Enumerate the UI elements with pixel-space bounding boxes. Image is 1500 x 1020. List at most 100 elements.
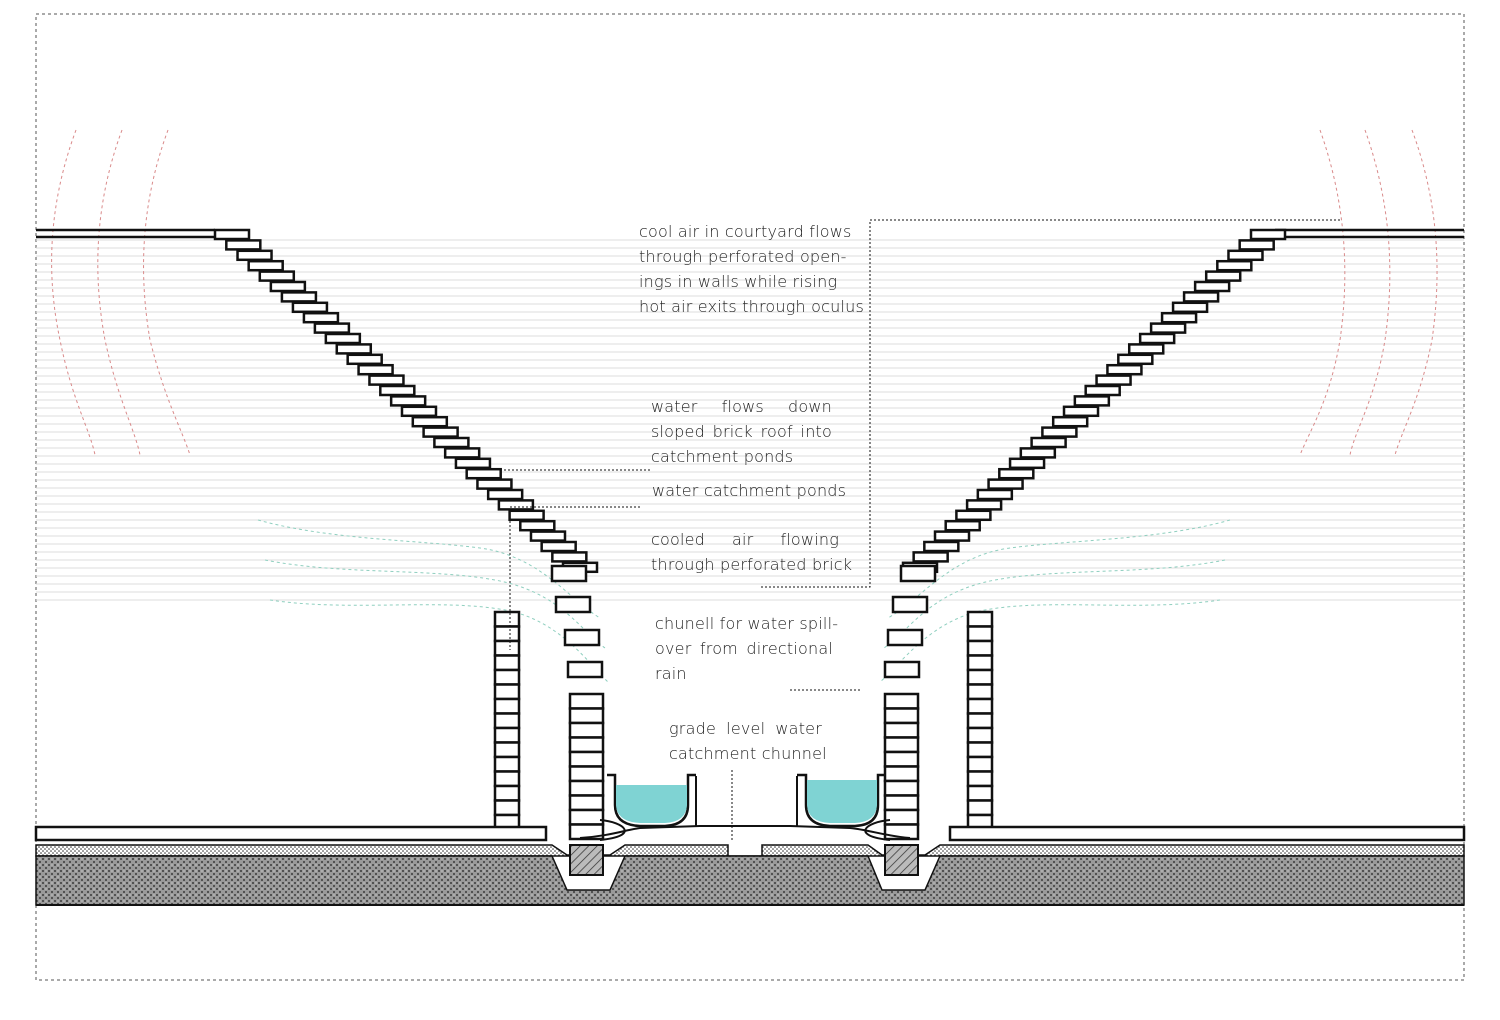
roof-brick	[1204, 270, 1242, 282]
roof-slab-right	[1275, 228, 1464, 239]
wall-brick	[568, 736, 605, 754]
annotation-line: through perforated open-	[639, 247, 847, 266]
annotation-cooled-air: cooled air flowing through perforated br…	[651, 527, 852, 577]
wall-brick	[966, 799, 994, 817]
roof-brick	[433, 436, 470, 449]
annotation-line: cooled air flowing	[651, 530, 839, 549]
wall-brick	[568, 808, 605, 826]
annotation-line: water catchment ponds	[652, 481, 847, 500]
wall-brick	[493, 741, 521, 759]
wall-brick	[568, 765, 605, 783]
wall-brick	[493, 639, 521, 657]
roof-brick	[519, 519, 556, 532]
wall-brick	[568, 750, 605, 768]
roof-brick	[944, 519, 981, 532]
annotation-grade-level-chunnel: grade level water catchment chunnel	[669, 716, 827, 766]
roof-brick	[554, 595, 592, 614]
roof-brick	[1249, 228, 1287, 241]
roof-brick	[1051, 415, 1089, 428]
roof-brick	[1062, 405, 1100, 418]
roof-brick	[987, 478, 1024, 490]
wall-brick	[883, 750, 920, 768]
annotation-line: water flows down	[651, 397, 832, 416]
roof-brick	[225, 239, 262, 251]
roof-brick	[550, 564, 588, 583]
annotation-line: ings in walls while rising	[639, 272, 838, 291]
roof-brick	[1041, 426, 1078, 438]
roof-brick	[563, 628, 601, 647]
roof-brick	[1138, 332, 1176, 345]
wall-brick	[568, 794, 605, 812]
roof-brick	[883, 660, 921, 679]
roof-brick	[368, 374, 405, 386]
roof-brick	[955, 509, 992, 522]
wall-brick	[493, 610, 521, 628]
roof-brick	[1084, 384, 1121, 397]
wall-brick	[966, 726, 994, 744]
wall-brick	[966, 770, 994, 788]
roof-brick	[1008, 457, 1046, 470]
roof-brick	[280, 291, 318, 303]
roof-brick	[258, 270, 296, 282]
roof-brick	[247, 259, 284, 272]
roof-brick	[476, 478, 513, 490]
annotation-chunell-spill-over: chunell for water spill- over from direc…	[655, 611, 838, 686]
roof-brick	[357, 363, 394, 376]
wall-brick	[883, 779, 920, 797]
annotation-line: catchment chunnel	[669, 744, 827, 763]
roof-brick	[1117, 353, 1154, 366]
wall-brick	[493, 799, 521, 817]
roof-brick	[443, 447, 481, 459]
wall-brick	[883, 692, 920, 710]
wall-brick	[966, 625, 994, 643]
roof-brick	[1019, 447, 1057, 459]
roof-brick	[529, 530, 567, 542]
wall-brick	[883, 794, 920, 812]
roof-brick	[1030, 436, 1067, 449]
hot-air-flow-left	[51, 129, 191, 456]
roof-brick	[1216, 259, 1253, 272]
roof-brick	[465, 467, 502, 480]
spill-over-basin	[579, 776, 911, 841]
roof-slab-left	[36, 228, 215, 239]
roof-brick	[236, 249, 273, 262]
roof-brick	[1238, 239, 1275, 251]
wall-brick	[966, 741, 994, 759]
roof-brick	[891, 595, 929, 614]
roof-brick	[965, 499, 1003, 511]
roof-brick	[291, 301, 329, 314]
wall-brick	[493, 625, 521, 643]
hot-air-flow-right	[1299, 129, 1438, 456]
wall-brick	[568, 692, 605, 710]
roof-brick	[400, 405, 438, 418]
annotation-water-flows-down: water flows down sloped brick roof into …	[651, 394, 832, 469]
wall-brick	[883, 707, 920, 725]
leader-lines	[500, 219, 1340, 840]
wall-brick	[883, 765, 920, 783]
roof-brick	[302, 311, 340, 324]
wall-brick	[966, 668, 994, 686]
roof-brick	[422, 426, 459, 438]
roof-brick	[1171, 301, 1209, 314]
annotation-line: rain	[655, 664, 687, 683]
roof-brick	[899, 564, 937, 583]
wall-brick	[493, 697, 521, 715]
wall-brick	[493, 770, 521, 788]
roof-brick	[933, 530, 971, 542]
sloped-brick-roof-right	[883, 228, 1287, 679]
wall-brick	[883, 721, 920, 739]
annotation-line: hot air exits through oculus	[639, 297, 865, 316]
wall-brick	[568, 707, 605, 725]
annotation-line: grade level water	[669, 719, 822, 738]
wall-brick	[883, 808, 920, 826]
wall-brick	[966, 639, 994, 657]
wall-brick	[568, 721, 605, 739]
annotation-line: catchment ponds	[651, 447, 794, 466]
annotation-cool-air-courtyard: cool air in courtyard flows through perf…	[639, 219, 865, 319]
roof-brick	[976, 488, 1014, 501]
wall-brick	[966, 683, 994, 701]
wall-brick	[966, 712, 994, 730]
perforated-brick-walls	[493, 610, 994, 841]
roof-brick	[1095, 374, 1132, 386]
